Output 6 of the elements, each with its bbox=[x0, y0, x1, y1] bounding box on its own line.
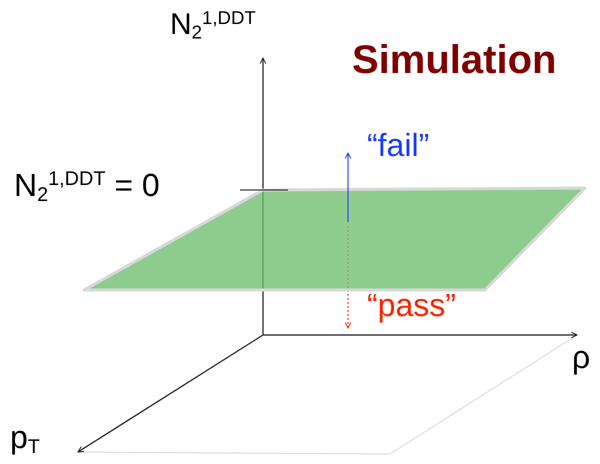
axis-label: “fail” bbox=[367, 128, 430, 164]
axis-label: “pass” bbox=[367, 288, 456, 324]
axis-label: ρ bbox=[572, 340, 590, 376]
title: Simulation bbox=[352, 38, 556, 83]
axis-label: N$_{2}$$^{1,DDT}$ = 0 bbox=[14, 168, 160, 204]
axis-label: p$_{T}$ bbox=[10, 420, 40, 456]
